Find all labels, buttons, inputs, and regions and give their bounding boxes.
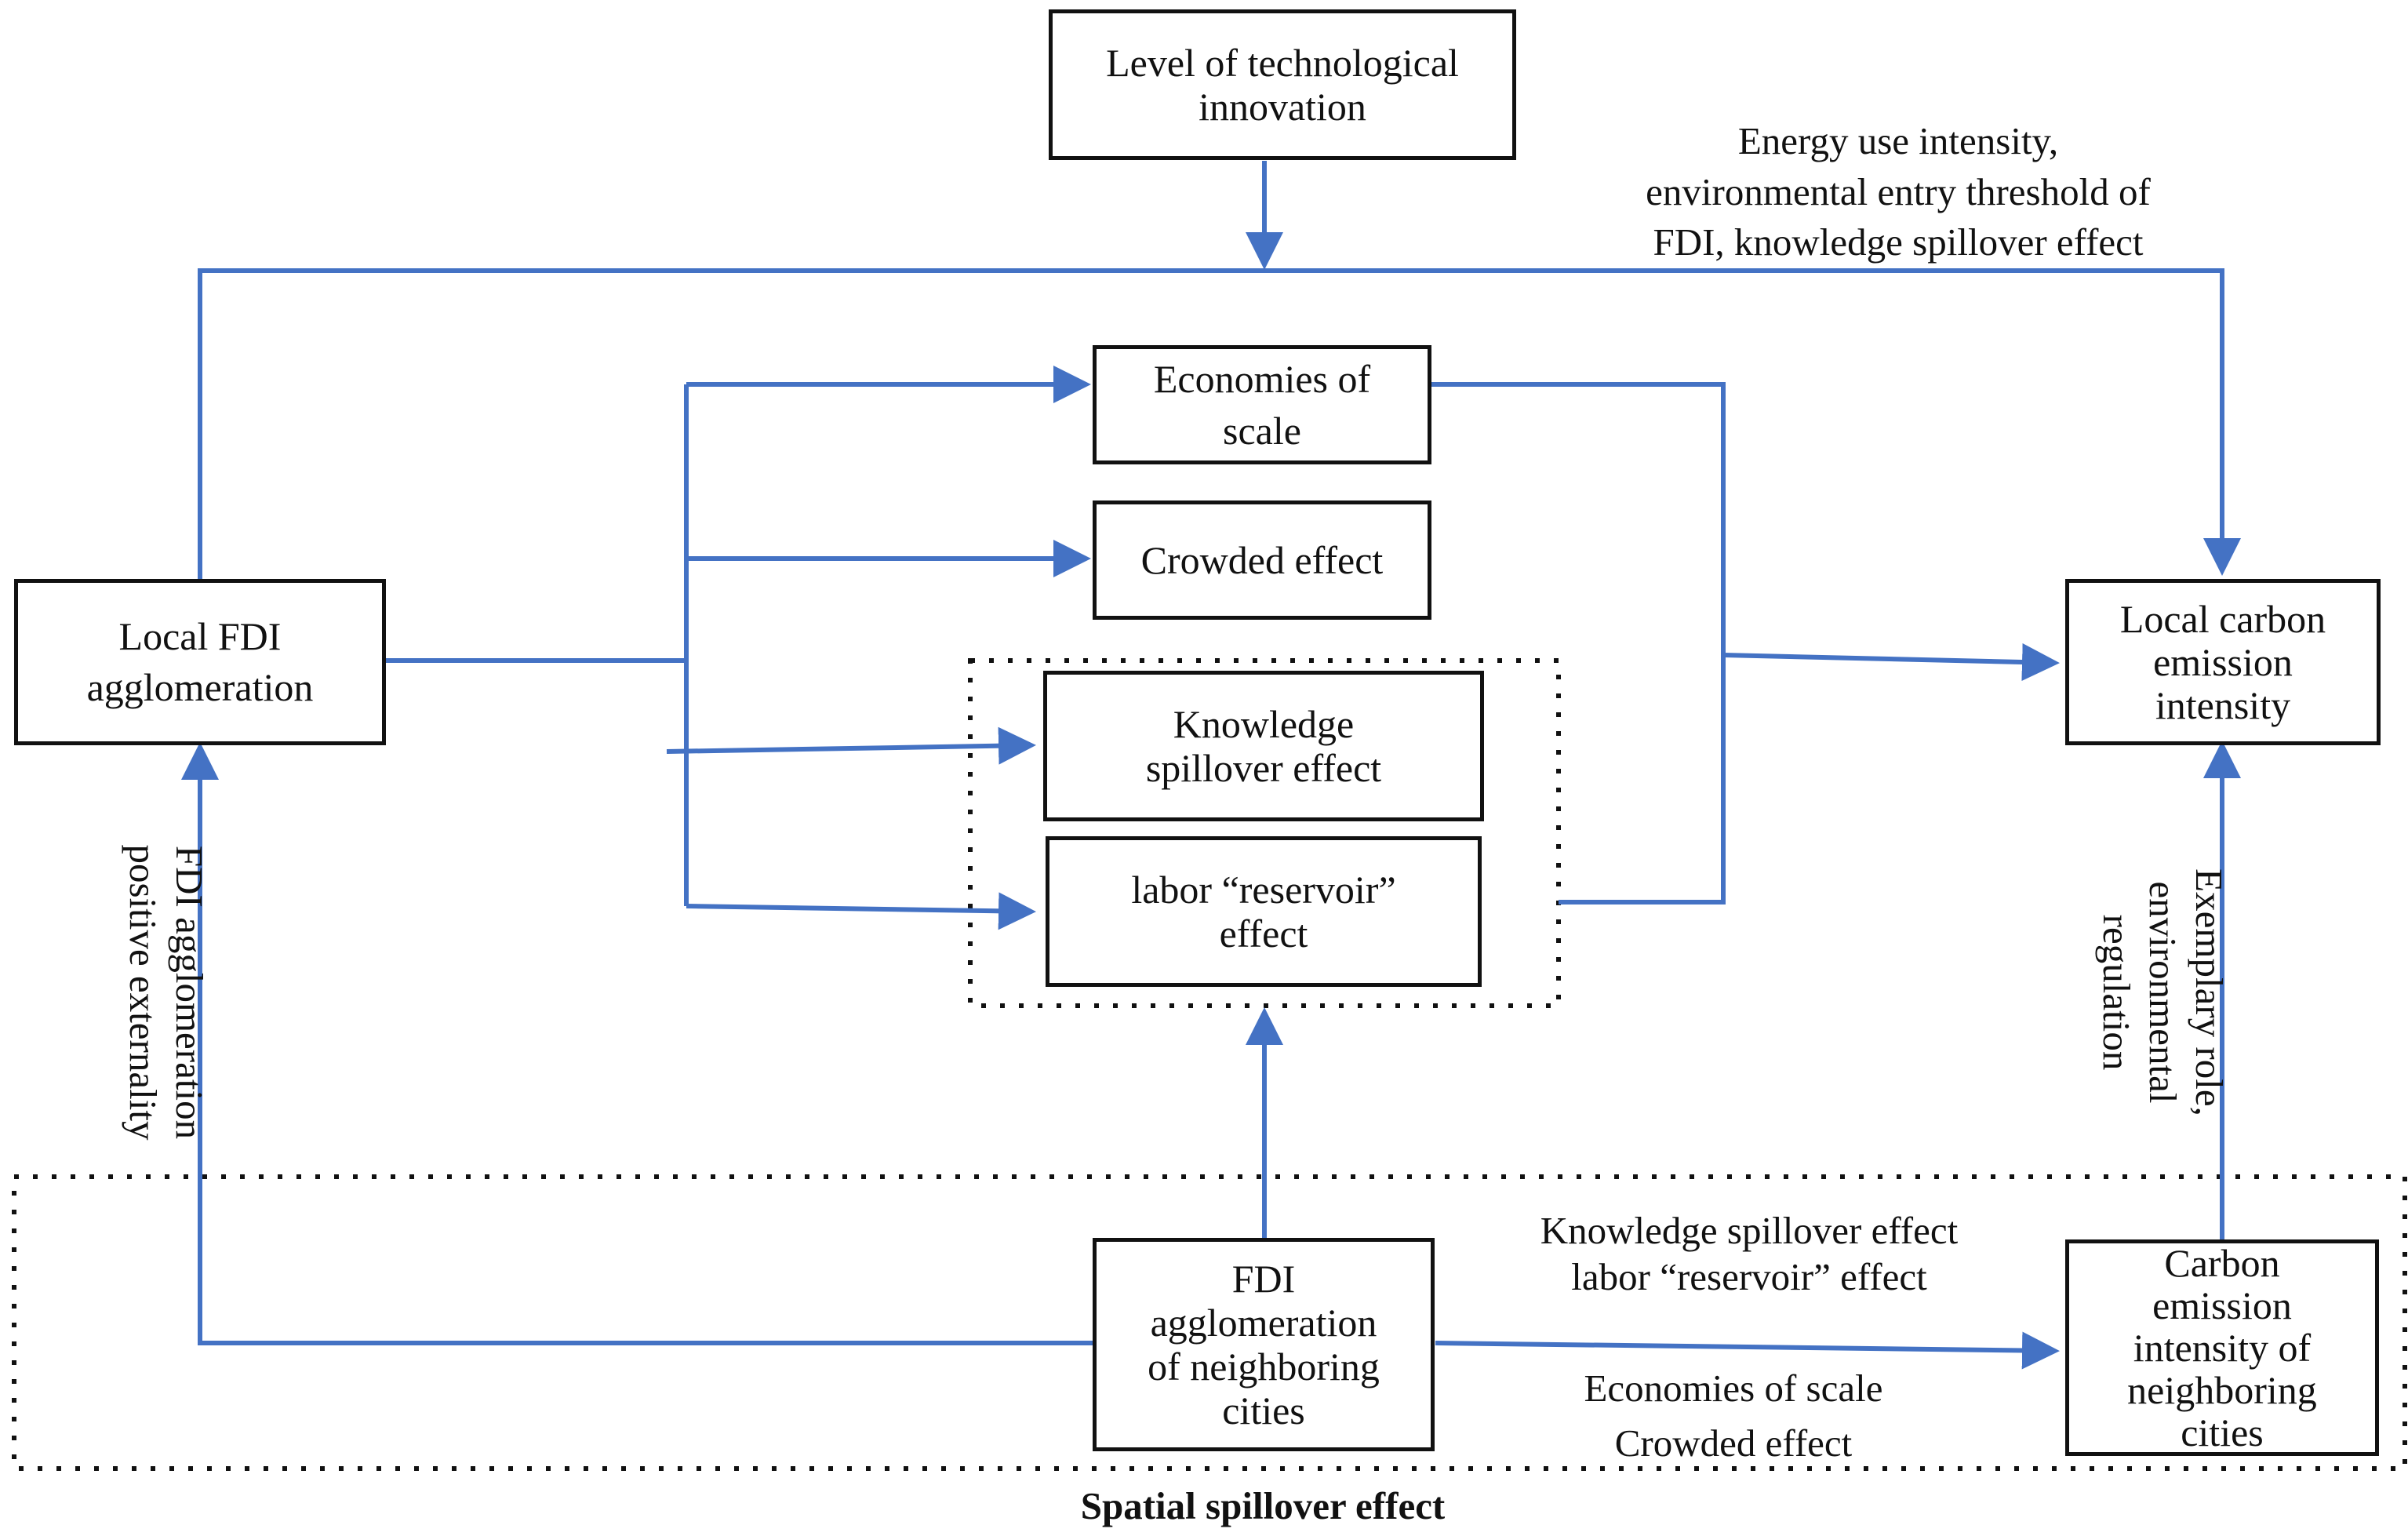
- right-vertical-label: Exemplary role, environmental regulation: [2095, 868, 2231, 1116]
- labor-reservoir-box: labor “reservoir” effect: [1046, 836, 1482, 987]
- local-carbon-box: Local carbon emission intensity: [2065, 579, 2381, 745]
- bottom-lower-label: Economies of scale Crowded effect: [1584, 1367, 1883, 1465]
- crowded-effect-box: Crowded effect: [1093, 500, 1431, 620]
- arrow-to-knowledge: [666, 726, 1036, 765]
- neighbor-fdi-box: FDI agglomeration of neighboring cities: [1093, 1238, 1435, 1451]
- knowledge-spillover-box: Knowledge spillover effect: [1043, 671, 1484, 821]
- economies-of-scale-box: Economies of scale: [1093, 345, 1431, 464]
- arrow-fdi-top-to-carbon: [198, 268, 2241, 581]
- mechanism-dotted-frame: [968, 658, 1561, 1008]
- left-vertical-label: FDI agglomeration positive externality: [122, 844, 211, 1141]
- connector-economies-out: [1431, 382, 1726, 904]
- spatial-dotted-frame: [12, 1174, 2407, 1471]
- spatial-spillover-title: Spatial spillover effect: [1080, 1484, 1446, 1527]
- bottom-upper-label: Knowledge spillover effect labor “reserv…: [1540, 1209, 1959, 1298]
- neighbor-carbon-box: Carbon emission intensity of neighboring…: [2065, 1239, 2379, 1456]
- local-fdi-box: Local FDI agglomeration: [14, 579, 386, 745]
- arrow-neighbor-fdi-to-neighbor-carbon: [1435, 1331, 2060, 1370]
- tech-innovation-box: Level of technological innovation: [1049, 9, 1516, 160]
- top-right-label: Energy use intensity, environmental entr…: [1646, 119, 2151, 264]
- arrow-neighbor-to-local-fdi: [181, 742, 1093, 1345]
- arrow-to-labor: [686, 892, 1036, 930]
- arrow-merge-to-carbon: [1722, 643, 2060, 682]
